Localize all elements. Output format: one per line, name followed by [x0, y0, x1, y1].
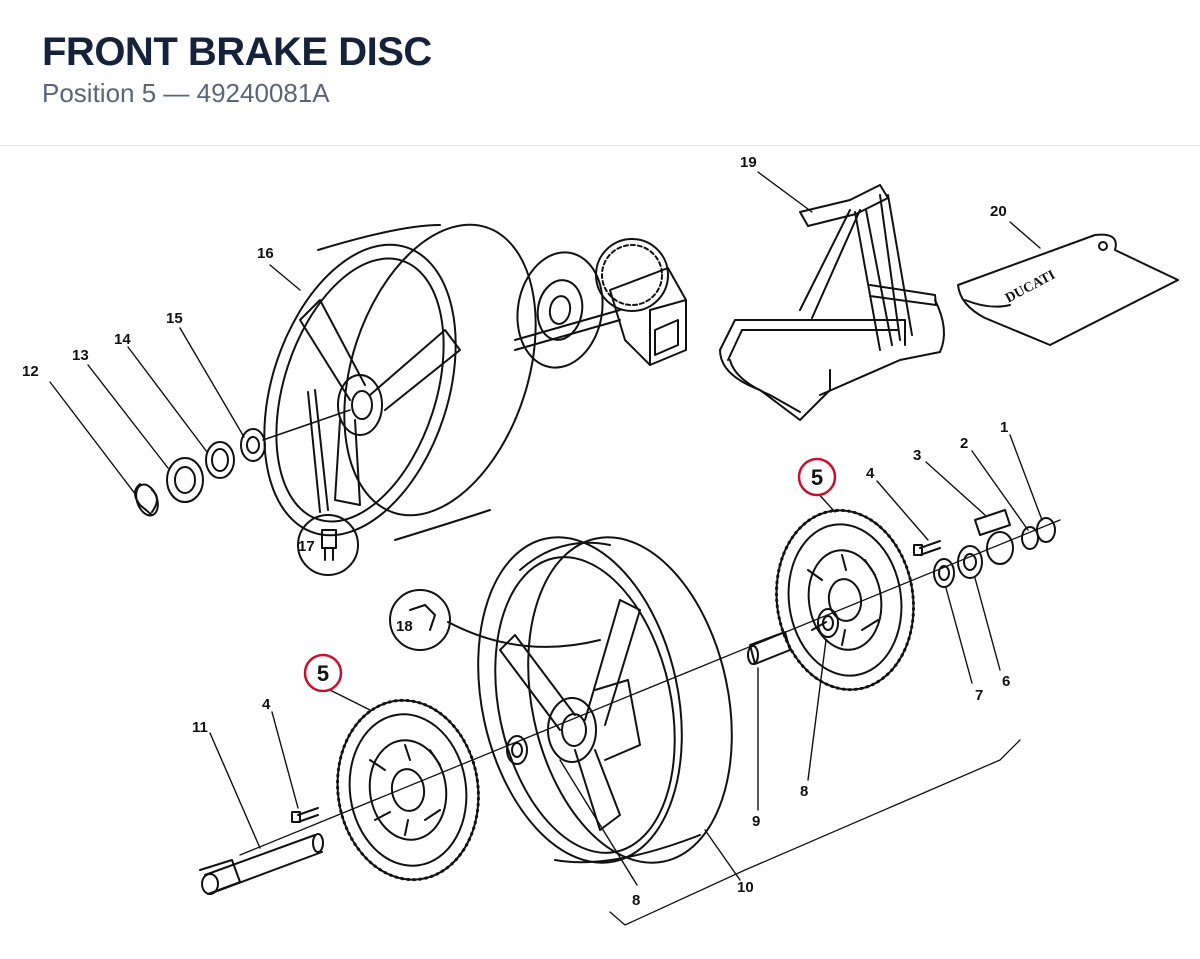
disc-bolts	[291, 540, 941, 823]
part-label-15: 15	[166, 310, 183, 327]
page-title: FRONT BRAKE DISC	[42, 30, 432, 74]
part-label-4-lower: 4	[262, 696, 271, 713]
stand-cover	[957, 233, 1179, 346]
header-divider	[0, 145, 1200, 146]
part-label-8-lower: 8	[632, 892, 640, 909]
part-label-20: 20	[990, 203, 1007, 220]
part-label-8-upper: 8	[800, 783, 808, 800]
valve-detail-17	[297, 514, 359, 576]
part-label-7: 7	[975, 687, 983, 704]
stand-cover-logo: DUCATI	[1003, 268, 1058, 307]
callout-5-lower-number: 5	[317, 661, 329, 686]
page-subtitle: Position 5 — 49240081A	[42, 78, 330, 108]
front-axle	[199, 833, 324, 895]
rear-wheel	[263, 223, 537, 541]
front-wheel	[477, 536, 733, 864]
part-label-16: 16	[257, 245, 274, 262]
exploded-parts-diagram: DUCATI 1 2 3 4 6 7 8 9 10 8 4 11 12 13 1…	[22, 154, 1179, 926]
header: FRONT BRAKE DISC Position 5 — 49240081A	[0, 0, 1200, 146]
part-label-13: 13	[72, 347, 89, 364]
brake-disc-lower	[336, 698, 480, 882]
group-bracket	[609, 739, 1021, 926]
callout-5-upper-number: 5	[811, 465, 823, 490]
part-label-11: 11	[192, 719, 208, 736]
assembly-axis	[239, 519, 1061, 856]
part-label-2: 2	[960, 435, 968, 452]
paddock-stand	[719, 184, 945, 421]
part-label-19: 19	[740, 154, 757, 171]
callout-5-upper[interactable]: 5	[797, 457, 837, 497]
part-label-10: 10	[737, 879, 754, 896]
part-label-1: 1	[1000, 419, 1008, 436]
rear-sprocket-assembly	[514, 238, 687, 369]
valve-detail-18	[389, 589, 601, 651]
part-label-17: 17	[298, 538, 315, 555]
callout-5-lower[interactable]: 5	[303, 653, 343, 693]
part-label-4-upper: 4	[866, 465, 875, 482]
spacer-and-bearings	[506, 608, 839, 765]
part-label-3: 3	[913, 447, 921, 464]
right-side-parts	[933, 509, 1056, 588]
brake-disc-upper	[775, 508, 915, 692]
part-label-14: 14	[114, 331, 131, 348]
rear-axle-small-parts	[134, 409, 351, 517]
part-label-9: 9	[752, 813, 760, 830]
leader-lines	[49, 171, 1043, 886]
part-label-12: 12	[22, 363, 39, 380]
part-label-18: 18	[396, 618, 413, 635]
part-label-6: 6	[1002, 673, 1010, 690]
